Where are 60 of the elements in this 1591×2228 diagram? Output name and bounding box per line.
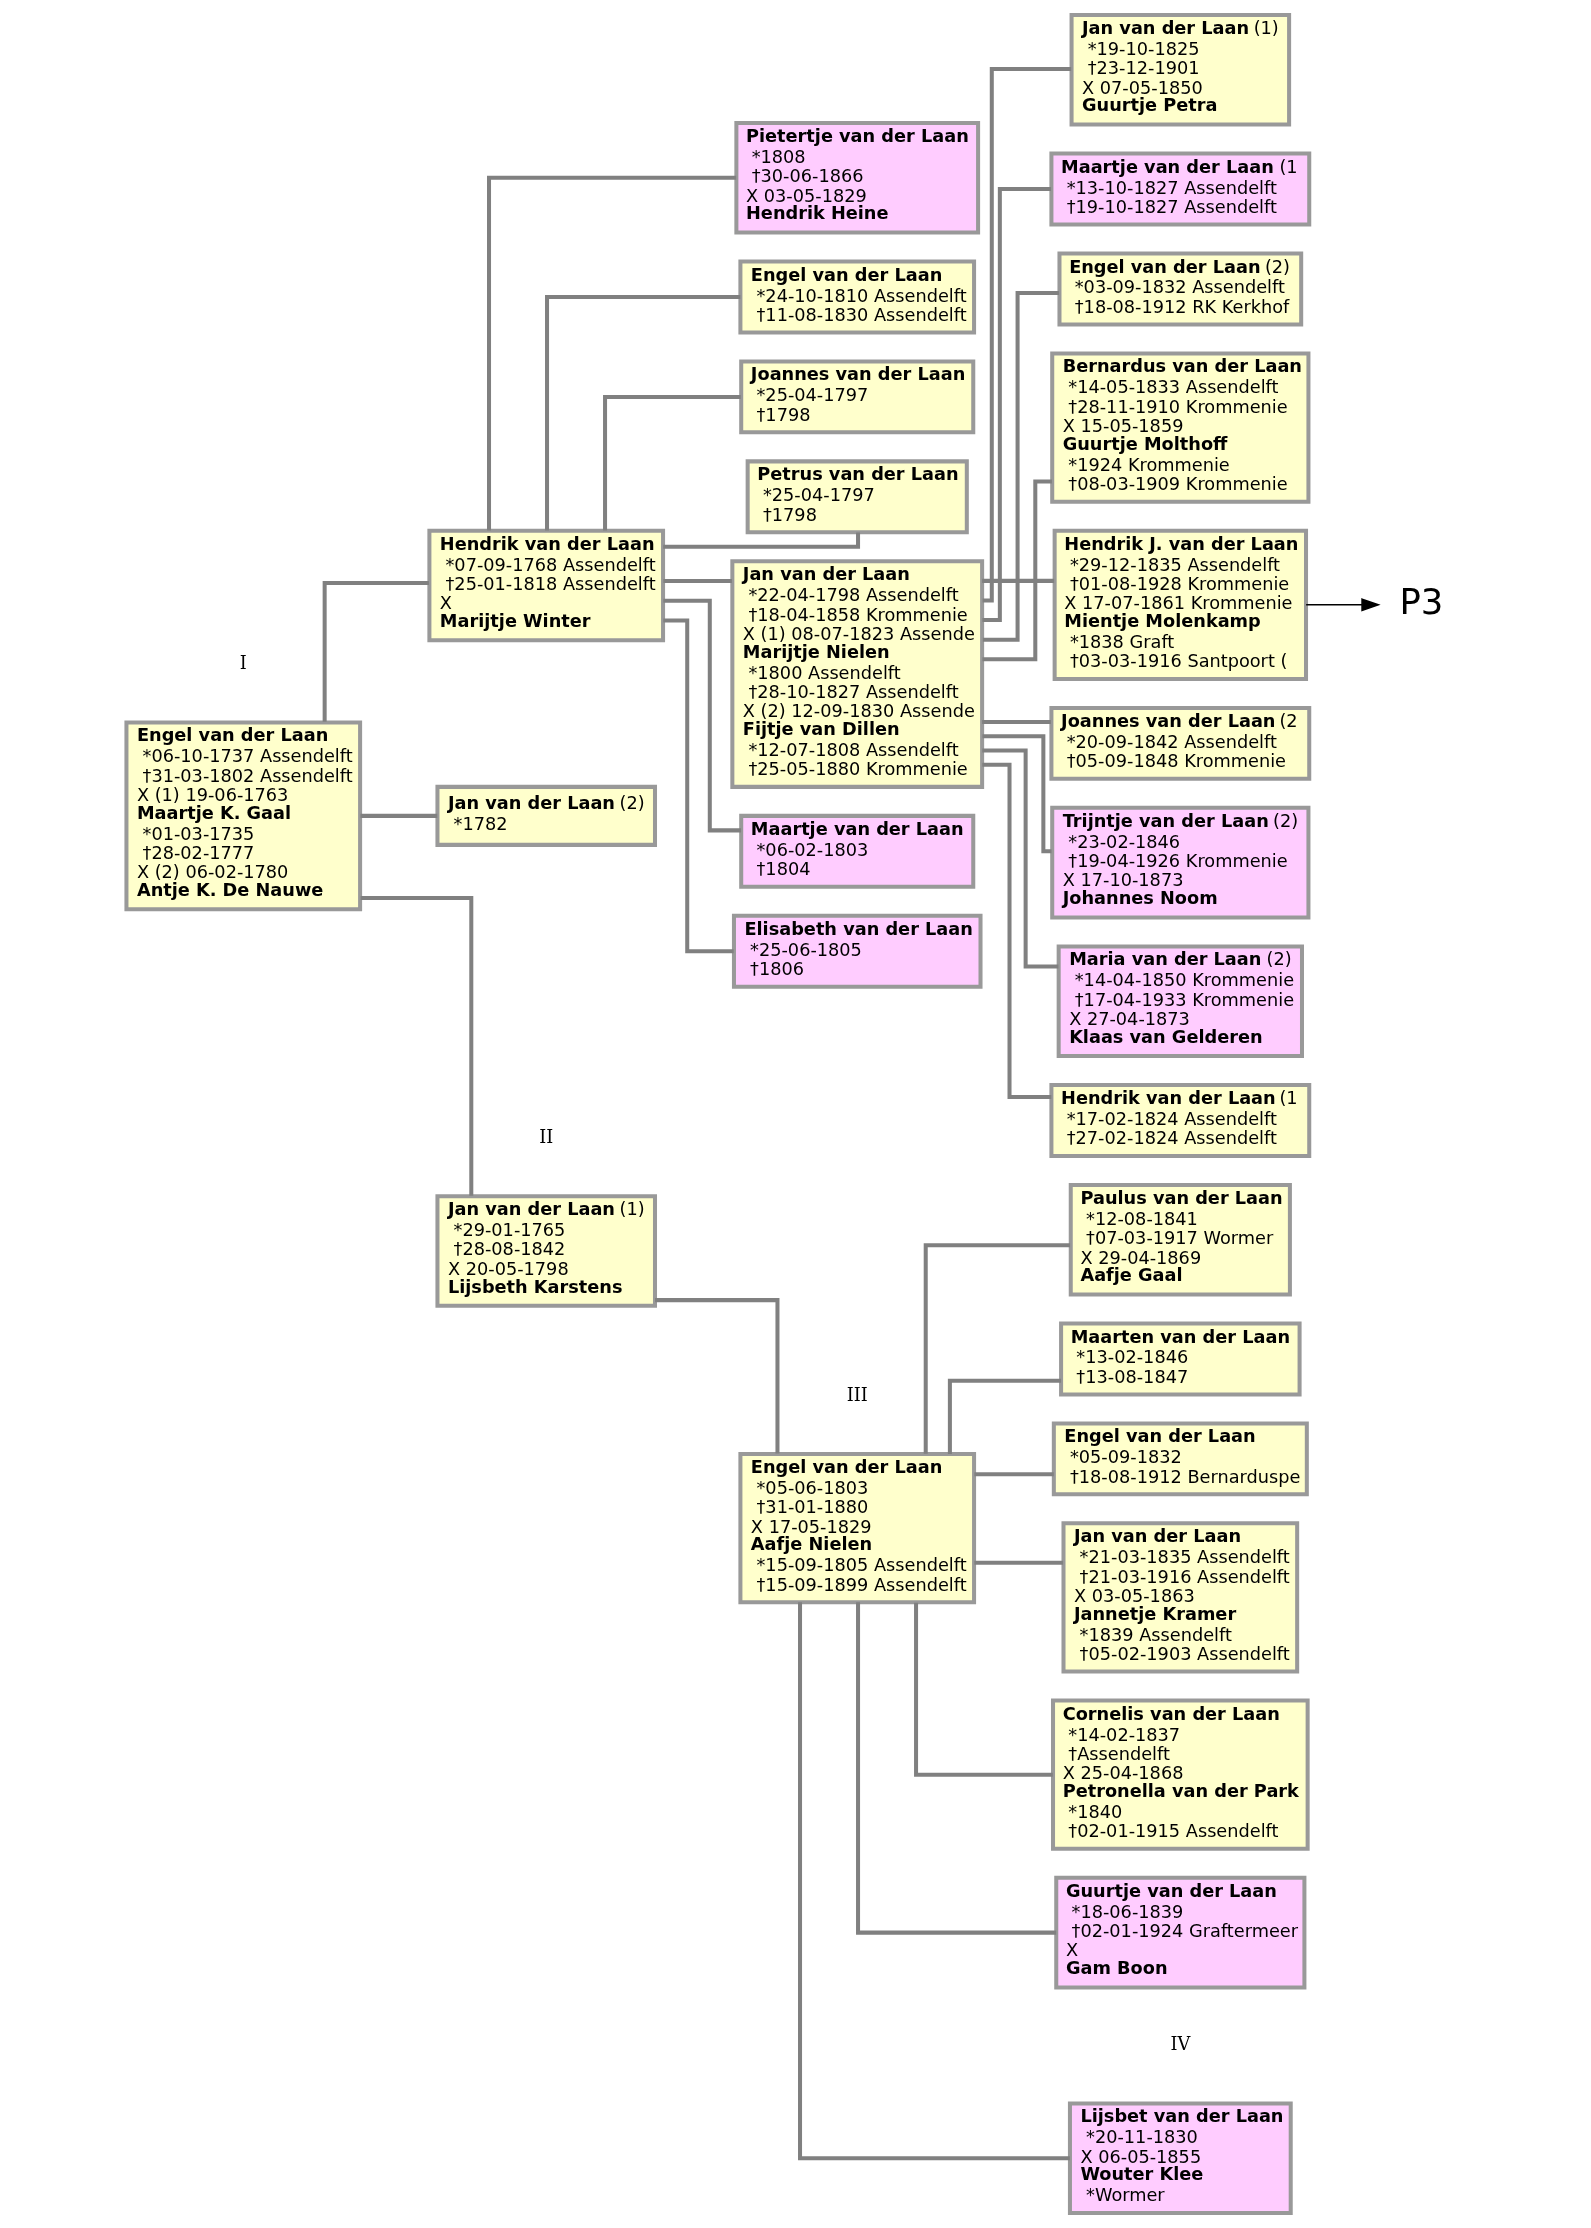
node-box: Engel van der Laan *06-10-1737 Assendelft †31-03-1802 Assendelft X (1) 19-06-1763 Maartje K. Gaal *01-03-1735 †28-02-1777 X (2) 06-02-1780 Antje K. De Nauwe	[123, 720, 362, 912]
arrow	[1304, 598, 1381, 612]
node-box: Engel van der Laan *24-10-1810 Assendelft †11-08-1830 Assendelft	[737, 259, 976, 335]
node-box: Jan van der Laan (1) *19-10-1825 †23-12-1901 X 07-05-1850 Guurtje Petra	[1069, 13, 1291, 127]
label: III	[846, 1384, 868, 1405]
node-box: Jan van der Laan (2) *1782	[434, 784, 657, 847]
connector	[981, 734, 1051, 854]
connector	[662, 579, 732, 584]
label: II	[538, 1126, 553, 1147]
connector	[662, 618, 734, 954]
connector	[486, 175, 736, 531]
node-box: Bernardus van der Laan *14-05-1833 Assendelft †28-11-1910 Krommenie X 15-05-1859 Guurtje Molthoff *1924 Krommenie †08-03-1909 Krommenie	[1049, 351, 1310, 504]
node-box: Jan van der Laan (1) *29-01-1765 †28-08-1842 X 20-05-1798 Lijsbeth Karstens	[434, 1194, 657, 1308]
node-box: Engel van der Laan *05-06-1803 †31-01-1880 X 17-05-1829 Aafje Nielen *15-09-1805 Assendelft †15-09-1899 Assendelft	[737, 1452, 976, 1605]
connector	[947, 1378, 1061, 1454]
connector	[982, 66, 1071, 603]
node-box: Hendrik van der Laan *07-09-1768 Assendelft †25-01-1818 Assendelft X Marijtje Winter	[426, 528, 665, 643]
node-box: Maartje van der Laan *06-02-1803 †1804	[738, 813, 975, 889]
connector	[359, 813, 437, 818]
node-box: Jan van der Laan *22-04-1798 Assendelft †18-04-1858 Krommenie X (1) 08-07-1823 Assende Marijtje Nielen *1800 Assendelft †28-10-1827 Assendelft X (2) 12-09-1830 Assende Fijtje van Dillen *12-07-1808 Assendelft †25-05-1880 Krommenie	[729, 559, 984, 789]
node-box: Jan van der Laan *21-03-1835 Assendelft †21-03-1916 Assendelft X 03-05-1863 Jannetje Kramer *1839 Assendelft †05-02-1903 Assendelft	[1061, 1521, 1299, 1674]
connector	[602, 394, 741, 531]
connector	[981, 187, 1051, 623]
connector	[360, 896, 473, 1196]
node-box: Maartje van der Laan (1 *13-10-1827 Assendelft †19-10-1827 Assendelft	[1048, 151, 1311, 227]
connector	[322, 581, 429, 722]
connector	[982, 290, 1059, 642]
connector	[981, 748, 1058, 969]
connector	[981, 720, 1051, 725]
connector	[973, 1560, 1063, 1565]
node-box: Joannes van der Laan (2 *20-09-1842 Assendelft †05-09-1848 Krommenie	[1048, 705, 1311, 781]
node-box: Engel van der Laan (2) *03-09-1832 Assendelft †18-08-1912 RK Kerkhof	[1056, 251, 1303, 327]
connector	[797, 1602, 1070, 2161]
label: I	[239, 652, 247, 673]
label: IV	[1169, 2033, 1190, 2054]
connector	[981, 578, 1054, 583]
node-box: Joannes van der Laan *25-04-1797 †1798	[738, 359, 975, 435]
connector	[544, 295, 740, 531]
node-box: Hendrik J. van der Laan *29-12-1835 Assendelft †01-08-1928 Krommenie X 17-07-1861 Krommenie Mientje Molenkamp *1838 Graft †03-03-1916 Santpoort (	[1052, 528, 1308, 681]
connector	[662, 532, 860, 549]
node-box: Trijntje van der Laan (2) *23-02-1846 †19-04-1926 Krommenie X 17-10-1873 Johannes Noom	[1049, 805, 1310, 920]
node-box: Guurtje van der Laan *18-06-1839 †02-01-1924 Graftermeer X Gam Boon	[1053, 1875, 1306, 1990]
node-box: Engel van der Laan *05-09-1832 †18-08-1912 Bernarduspe	[1051, 1421, 1309, 1497]
connector	[981, 762, 1051, 1100]
connector	[654, 1298, 779, 1454]
node-box: Petrus van der Laan *25-04-1797 †1798	[745, 459, 969, 535]
node-box: Paulus van der Laan *12-08-1841 †07-03-1917 Wormer X 29-04-1869 Aafje Gaal	[1068, 1182, 1292, 1297]
node-box: Elisabeth van der Laan *25-06-1805 †1806	[731, 913, 983, 989]
connector	[981, 479, 1052, 662]
node-box: Hendrik van der Laan (1 *17-02-1824 Assendelft †27-02-1824 Assendelft	[1048, 1082, 1311, 1158]
connector	[923, 1243, 1070, 1454]
node-box: Pietertje van der Laan *1808 †30-06-1866 X 03-05-1829 Hendrik Heine	[733, 120, 980, 235]
node-box: Maria van der Laan (2) *14-04-1850 Krommenie †17-04-1933 Krommenie X 27-04-1873 Klaas van Gelderen	[1056, 944, 1304, 1058]
node-box: Lijsbet van der Laan *20-11-1830 X 06-05-1855 Wouter Klee *Wormer	[1067, 2101, 1293, 2215]
connector	[913, 1602, 1053, 1777]
connector	[855, 1602, 1056, 1935]
node-box: Cornelis van der Laan *14-02-1837 †Assendelft X 25-04-1868 Petronella van der Park *1840 †02-01-1915 Assendelft	[1050, 1698, 1310, 1851]
connector	[973, 1472, 1054, 1477]
node-box: Maarten van der Laan *13-02-1846 †13-08-1847	[1058, 1321, 1302, 1397]
node-text: P3	[1398, 580, 1443, 622]
